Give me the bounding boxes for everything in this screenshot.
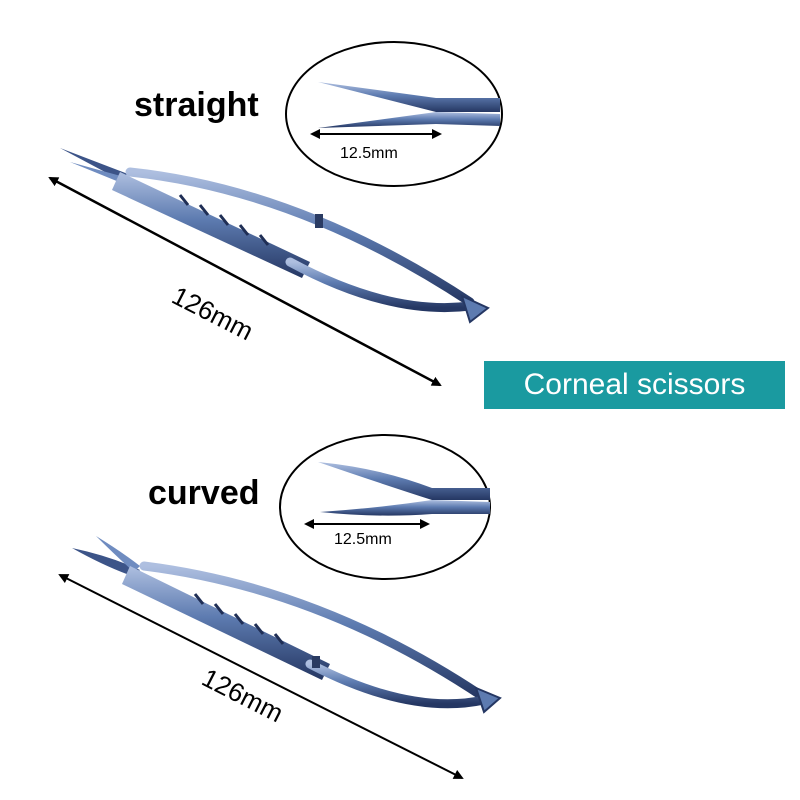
curved-scissors — [58, 536, 502, 779]
length-arrow-top — [48, 176, 442, 387]
curved-tip-length: 12.5mm — [334, 531, 392, 548]
curved-label: curved — [148, 474, 260, 512]
straight-scissors — [48, 148, 490, 387]
product-title-badge: Corneal scissors — [484, 361, 785, 409]
straight-tip-length: 12.5mm — [340, 145, 398, 162]
straight-label: straight — [134, 86, 259, 124]
straight-tip-detail — [285, 41, 503, 187]
curved-tip-detail — [279, 434, 491, 580]
length-arrow-bottom — [58, 574, 464, 779]
